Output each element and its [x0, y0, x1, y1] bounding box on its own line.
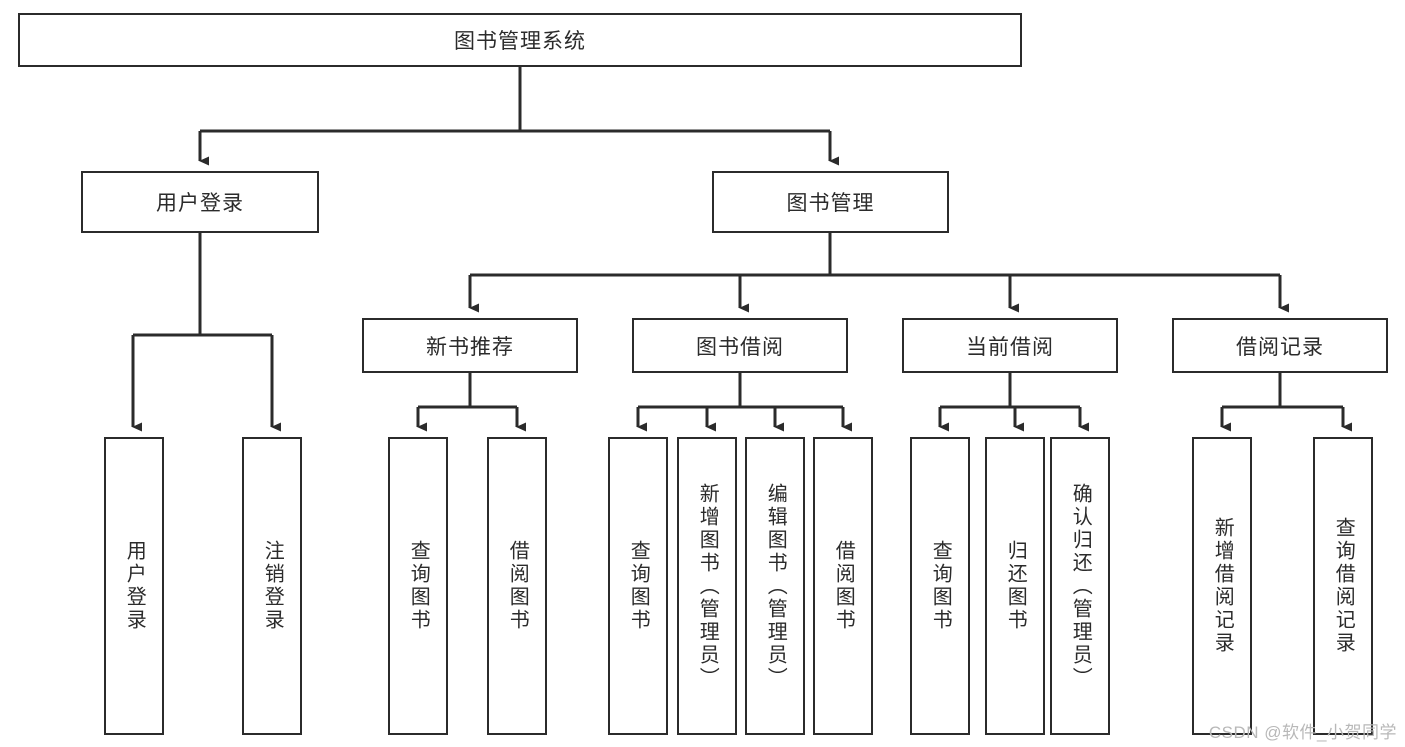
- node-current-borrow[interactable]: 当前借阅: [902, 318, 1118, 373]
- leaf-user-login-label: 用户登录: [123, 540, 146, 632]
- leaf-query-book-current[interactable]: 查询图书: [910, 437, 970, 735]
- node-user-login-label: 用户登录: [156, 192, 244, 215]
- leaf-borrow-book-rec-label: 借阅图书: [506, 540, 529, 632]
- node-book-borrow-label: 图书借阅: [696, 335, 784, 359]
- leaf-confirm-return-admin[interactable]: 确认归还（管理员）: [1050, 437, 1110, 735]
- leaf-logout[interactable]: 注销登录: [242, 437, 302, 735]
- node-root-label: 图书管理系统: [454, 30, 586, 53]
- node-new-book-rec[interactable]: 新书推荐: [362, 318, 578, 373]
- node-book-manage[interactable]: 图书管理: [712, 171, 949, 233]
- leaf-borrow-book-label: 借阅图书: [832, 540, 855, 632]
- leaf-user-login[interactable]: 用户登录: [104, 437, 164, 735]
- node-borrow-record-label: 借阅记录: [1236, 335, 1324, 359]
- node-new-book-rec-label: 新书推荐: [426, 335, 514, 359]
- leaf-query-book-borrow-label: 查询图书: [627, 540, 650, 632]
- node-borrow-record[interactable]: 借阅记录: [1172, 318, 1388, 373]
- csdn-watermark: CSDN @软件_小贺同学: [1208, 723, 1397, 742]
- leaf-return-book-label: 归还图书: [1004, 540, 1027, 632]
- node-root[interactable]: 图书管理系统: [18, 13, 1022, 67]
- node-current-borrow-label: 当前借阅: [966, 335, 1054, 359]
- leaf-add-book-admin[interactable]: 新增图书（管理员）: [677, 437, 737, 735]
- leaf-edit-book-admin-label: 编辑图书（管理员）: [764, 482, 787, 690]
- leaf-logout-label: 注销登录: [261, 540, 284, 632]
- leaf-edit-book-admin[interactable]: 编辑图书（管理员）: [745, 437, 805, 735]
- node-book-borrow[interactable]: 图书借阅: [632, 318, 848, 373]
- leaf-query-book-rec-label: 查询图书: [407, 540, 430, 632]
- leaf-add-book-admin-label: 新增图书（管理员）: [696, 482, 719, 690]
- leaf-confirm-return-admin-label: 确认归还（管理员）: [1069, 482, 1092, 690]
- node-user-login[interactable]: 用户登录: [81, 171, 319, 233]
- leaf-add-borrow-record[interactable]: 新增借阅记录: [1192, 437, 1252, 735]
- leaf-query-borrow-record-label: 查询借阅记录: [1332, 517, 1355, 655]
- leaf-borrow-book[interactable]: 借阅图书: [813, 437, 873, 735]
- leaf-add-borrow-record-label: 新增借阅记录: [1211, 517, 1234, 655]
- leaf-borrow-book-rec[interactable]: 借阅图书: [487, 437, 547, 735]
- leaf-query-book-current-label: 查询图书: [929, 540, 952, 632]
- leaf-query-book-borrow[interactable]: 查询图书: [608, 437, 668, 735]
- node-book-manage-label: 图书管理: [786, 192, 875, 215]
- leaf-return-book[interactable]: 归还图书: [985, 437, 1045, 735]
- leaf-query-book-rec[interactable]: 查询图书: [388, 437, 448, 735]
- leaf-query-borrow-record[interactable]: 查询借阅记录: [1313, 437, 1373, 735]
